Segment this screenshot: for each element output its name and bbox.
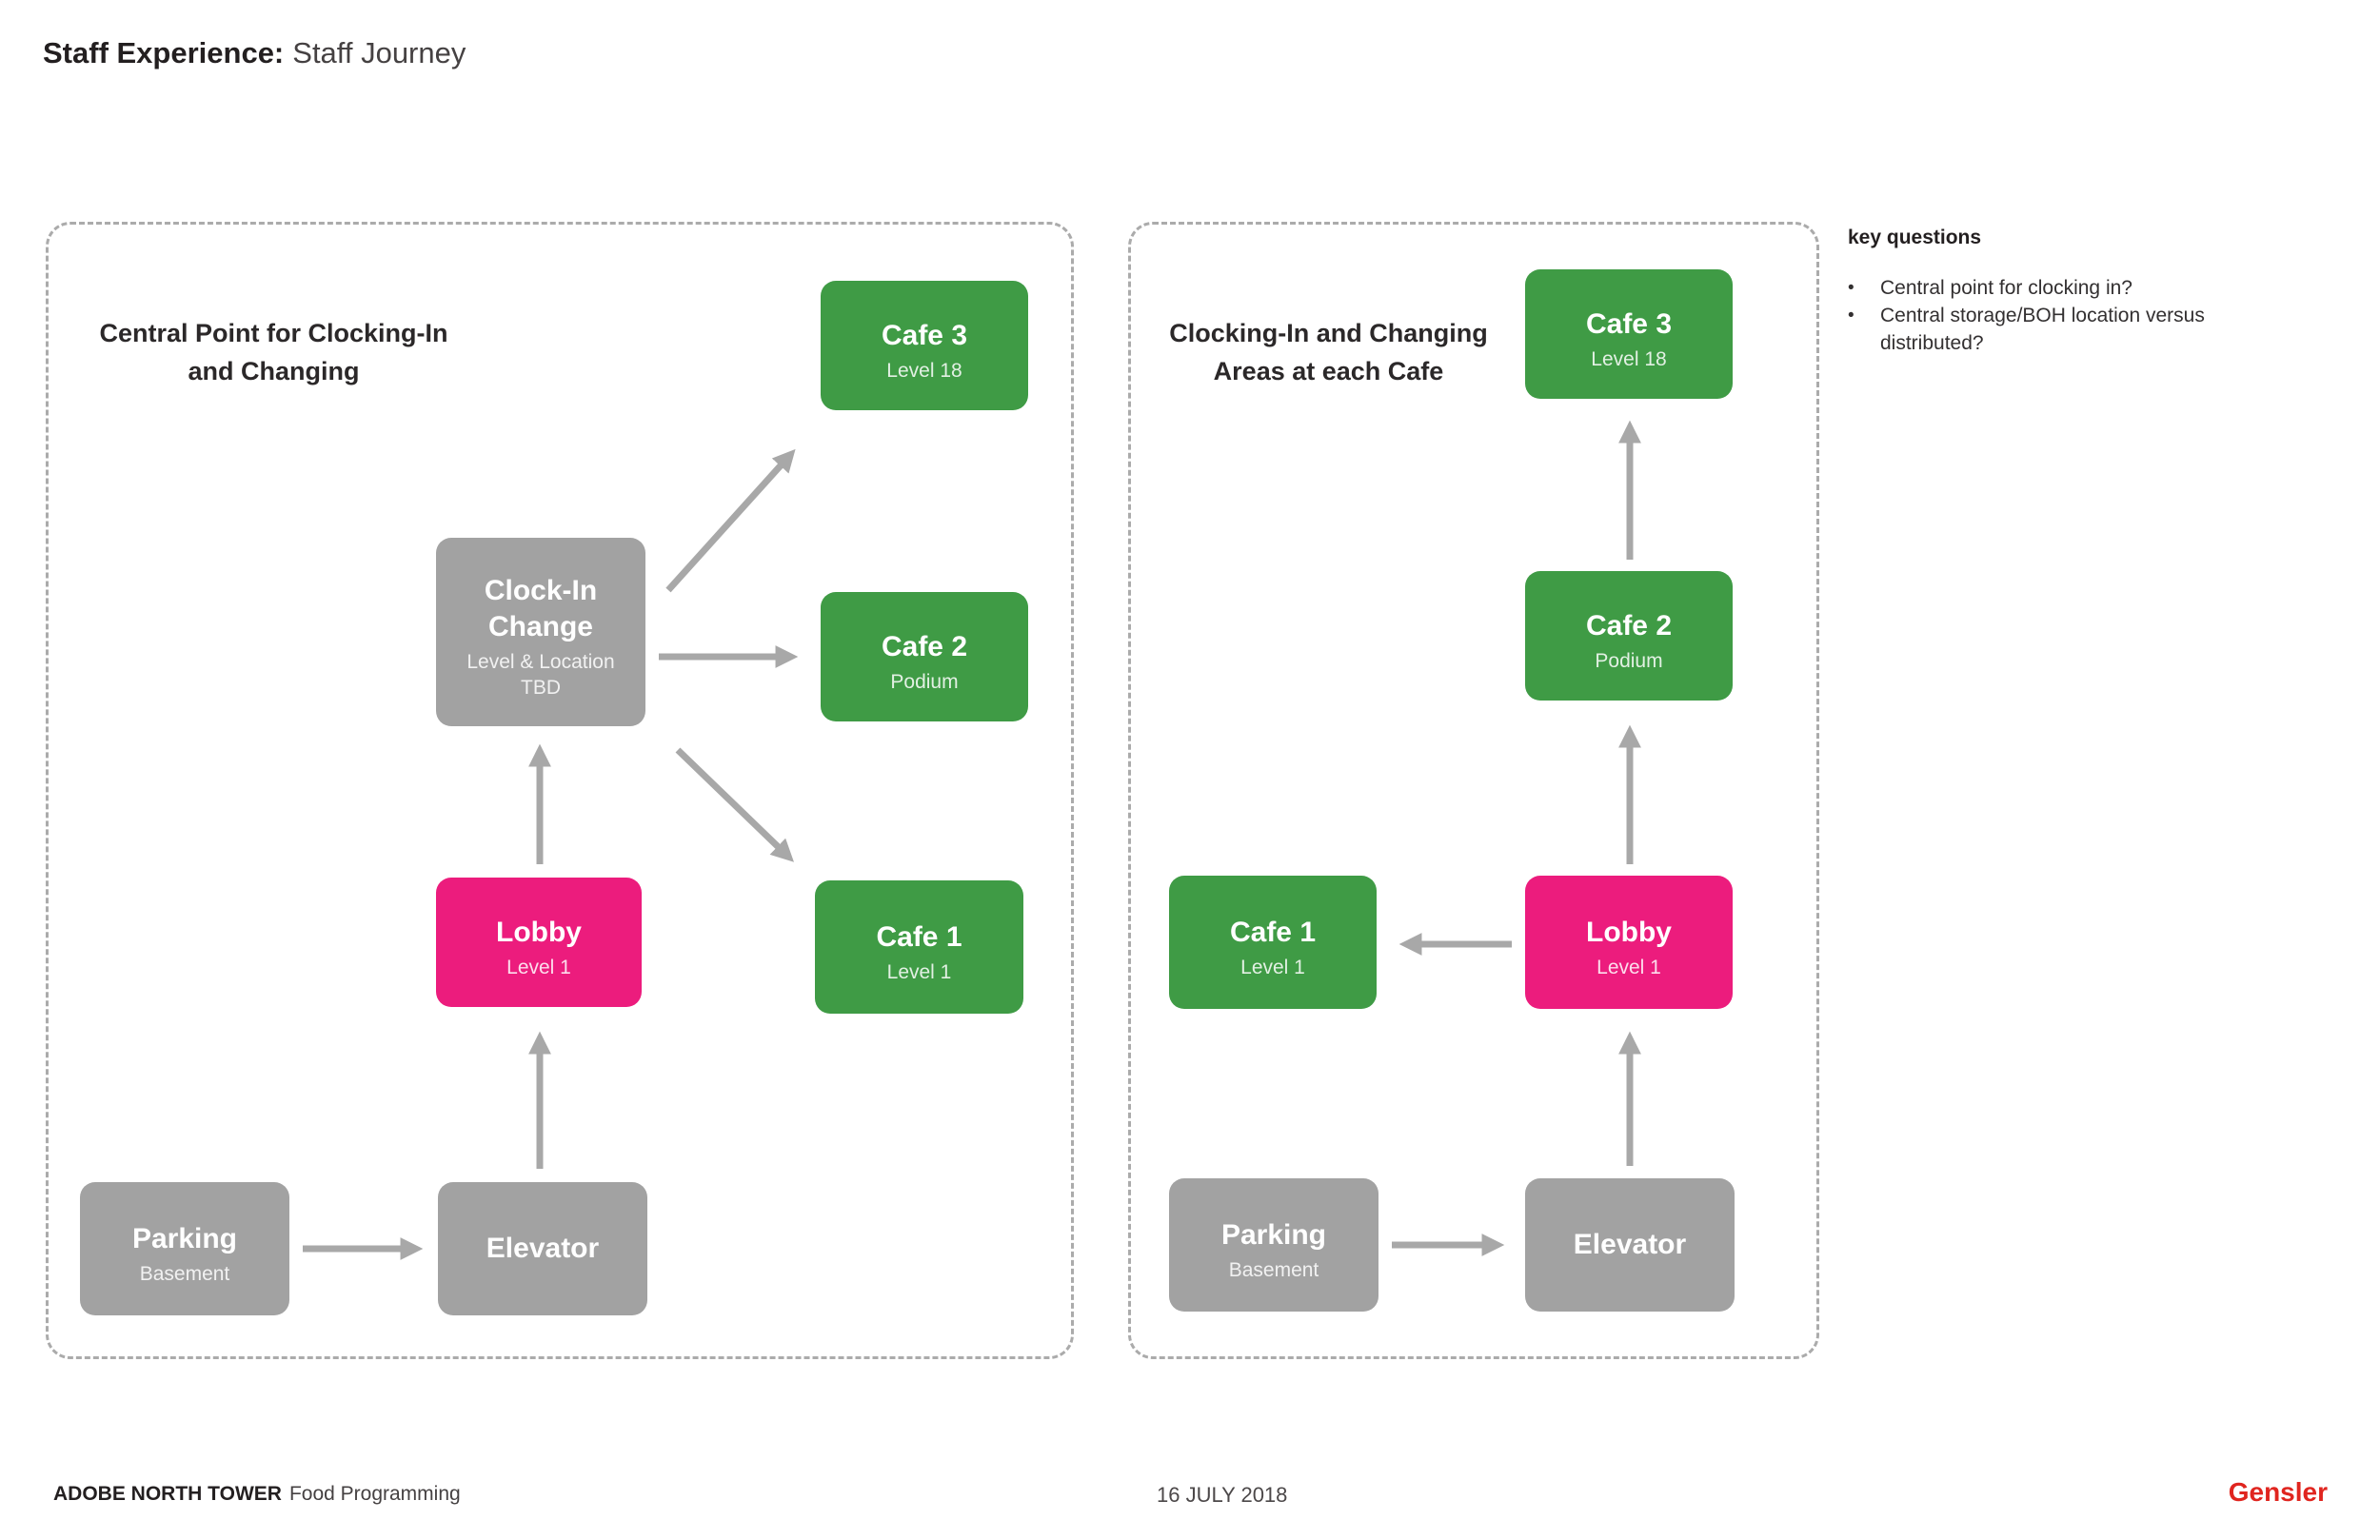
key-question-text: Central storage/BOH location versus dist… [1880, 305, 2205, 354]
node-label: Cafe 2 [1585, 609, 1673, 642]
bullet-dot: • [1848, 278, 1854, 298]
panel-heading-line2: and Changing [188, 357, 360, 385]
node-label: Cafe 2 [881, 630, 968, 662]
node-elevator-left: Elevator [438, 1182, 647, 1315]
node-label: Parking [131, 1222, 238, 1254]
key-questions-heading: key questions [1848, 227, 1982, 248]
node-lobby-left: Lobby Level 1 [436, 878, 642, 1007]
page-title: Staff Experience:Staff Journey [43, 36, 466, 70]
node-sublabel: Level 1 [1597, 956, 1661, 978]
node-clockin-change: Clock-In Change Level & Location TBD [436, 538, 645, 726]
node-sublabel-line2: TBD [521, 677, 561, 699]
node-label: Cafe 1 [1229, 916, 1317, 948]
panel-heading-central: Central Point for Clocking-In and Changi… [81, 314, 466, 390]
panel-heading-line1: Central Point for Clocking-In [99, 319, 448, 347]
node-parking-right: Parking Basement [1169, 1178, 1378, 1312]
key-question-item: • Central storage/BOH location versus di… [1848, 302, 2248, 357]
node-label: Cafe 1 [876, 920, 962, 953]
panel-heading-line2: Areas at each Cafe [1213, 357, 1444, 385]
panel-central-clocking [46, 222, 1074, 1359]
node-label-line1: Clock-In [484, 575, 598, 606]
node-sublabel: Level 18 [1591, 347, 1667, 370]
node-label: Cafe 3 [881, 319, 968, 351]
node-sublabel: Level 18 [886, 359, 962, 382]
node-parking-left: Parking Basement [80, 1182, 289, 1315]
node-lobby-right: Lobby Level 1 [1525, 876, 1733, 1009]
node-sublabel: Basement [139, 1262, 230, 1285]
panel-heading-each-cafe: Clocking-In and Changing Areas at each C… [1160, 314, 1497, 390]
node-sublabel: Basement [1228, 1258, 1319, 1281]
key-questions: key questions • Central point for clocki… [1848, 227, 2276, 357]
footer-project-subtitle: Food Programming [288, 1483, 461, 1505]
node-label: Elevator [486, 1233, 600, 1264]
node-cafe3-left: Cafe 3 Level 18 [821, 281, 1028, 410]
footer-project: ADOBE NORTH TOWER Food Programming [53, 1483, 461, 1506]
footer-date: 16 JULY 2018 [1157, 1483, 1288, 1507]
key-question-item: • Central point for clocking in? [1848, 274, 2248, 302]
page-title-bold: Staff Experience: [43, 36, 285, 69]
node-sublabel: Level 1 [886, 960, 952, 983]
node-label: Lobby [496, 916, 582, 948]
node-sublabel: Podium [1595, 649, 1663, 672]
panel-clocking-each-cafe [1128, 222, 1819, 1359]
node-elevator-right: Elevator [1525, 1178, 1735, 1312]
node-cafe1-right: Cafe 1 Level 1 [1169, 876, 1377, 1009]
node-label: Parking [1220, 1218, 1327, 1251]
key-question-text: Central point for clocking in? [1880, 277, 2132, 299]
panel-heading-line1: Clocking-In and Changing [1169, 319, 1488, 347]
node-cafe3-right: Cafe 3 Level 18 [1525, 269, 1733, 399]
node-sublabel: Level 1 [506, 956, 571, 978]
node-label: Elevator [1573, 1229, 1687, 1260]
bullet-dot: • [1848, 306, 1854, 326]
node-label-line2: Change [487, 611, 593, 642]
node-sublabel: Level 1 [1240, 956, 1305, 978]
gensler-logo: Gensler [2228, 1477, 2328, 1507]
node-label: Lobby [1586, 916, 1672, 948]
node-label: Cafe 3 [1585, 307, 1673, 340]
node-cafe2-right: Cafe 2 Podium [1525, 571, 1733, 701]
node-cafe2-left: Cafe 2 Podium [821, 592, 1028, 721]
footer-project-name: ADOBE NORTH TOWER [53, 1483, 282, 1505]
page-title-regular: Staff Journey [292, 36, 466, 69]
node-cafe1-left: Cafe 1 Level 1 [815, 880, 1023, 1014]
node-sublabel-line1: Level & Location [466, 651, 615, 673]
node-sublabel: Podium [890, 670, 959, 693]
